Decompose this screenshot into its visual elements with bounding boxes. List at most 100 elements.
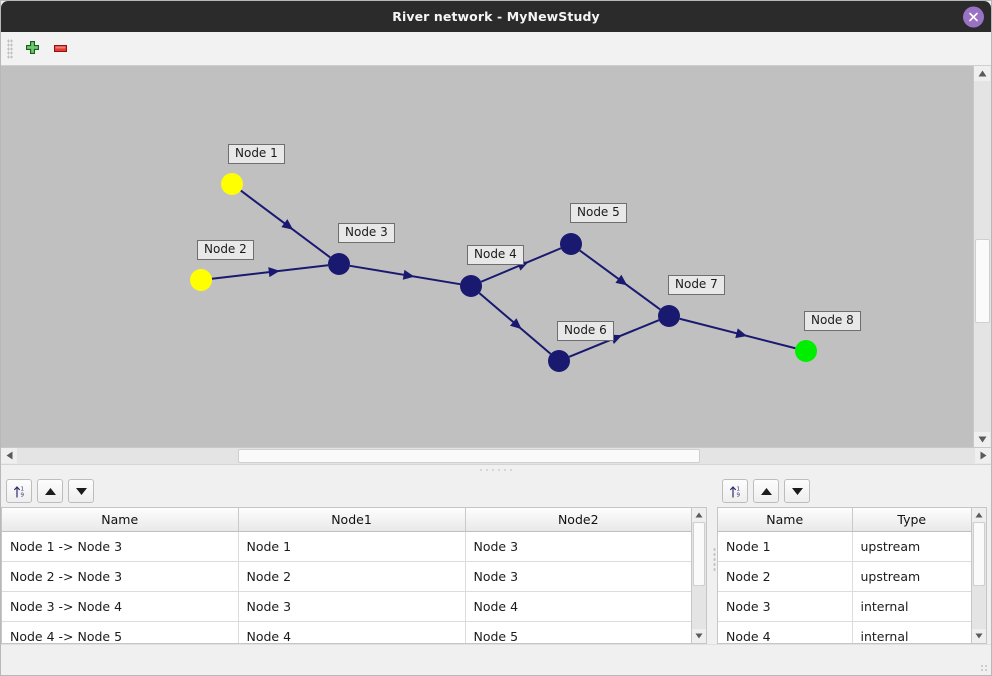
remove-minus-icon [53, 45, 67, 52]
edge-arrow-icon [615, 274, 628, 286]
scroll-up-button[interactable] [972, 508, 986, 522]
cell-name[interactable]: Node 4 -> Node 5 [2, 621, 239, 643]
nodes-toolbar: 1 9 [717, 475, 991, 507]
graph-node-label[interactable]: Node 1 [228, 144, 285, 164]
cell-node1[interactable]: Node 1 [238, 531, 466, 562]
graph-node[interactable] [328, 253, 350, 275]
canvas-horizontal-scrollbar[interactable] [1, 447, 991, 464]
table-row[interactable]: Node 2 -> Node 3 Node 2 Node 3 [2, 561, 691, 592]
cell-name[interactable]: Node 4 [718, 621, 853, 643]
column-header-name[interactable]: Name [718, 508, 853, 532]
close-button[interactable] [963, 6, 984, 27]
toolbar-grip[interactable] [7, 38, 13, 59]
graph-node[interactable] [221, 173, 243, 195]
add-node-button[interactable] [18, 35, 46, 63]
graph-node-label[interactable]: Node 7 [668, 275, 725, 295]
graph-node[interactable] [548, 350, 570, 372]
cell-name[interactable]: Node 2 -> Node 3 [2, 561, 239, 592]
branches-move-down-button[interactable] [68, 479, 94, 503]
table-row[interactable]: Node 2 upstream [718, 561, 971, 592]
branches-scroll-track[interactable] [692, 522, 706, 629]
branches-move-up-button[interactable] [37, 479, 63, 503]
river-network-graph[interactable]: Node 1 Node 2 Node 3 Node 4 Node 5 Node 6 Node… [1, 66, 973, 447]
table-row[interactable]: Node 1 -> Node 3 Node 1 Node 3 [2, 531, 691, 562]
canvas-hscroll-track[interactable] [17, 448, 975, 464]
cell-node1[interactable]: Node 4 [238, 621, 466, 643]
table-row[interactable]: Node 3 internal [718, 591, 971, 622]
table-row[interactable]: Node 1 upstream [718, 531, 971, 562]
triangle-right-icon [980, 451, 986, 460]
canvas-vscroll-thumb[interactable] [975, 239, 990, 323]
cell-name[interactable]: Node 1 -> Node 3 [2, 531, 239, 562]
nodes-table: Name Type Node 1 upstream Node 2 u [718, 508, 971, 643]
cell-type[interactable]: internal [852, 621, 971, 643]
column-header-name[interactable]: Name [2, 508, 239, 532]
graph-node-label[interactable]: Node 5 [570, 203, 627, 223]
svg-text:1: 1 [736, 486, 740, 492]
graph-node-label[interactable]: Node 4 [467, 245, 524, 265]
nodes-scroll-track[interactable] [972, 522, 986, 629]
title-bar: River network - MyNewStudy [1, 1, 991, 32]
branches-sort-button[interactable]: 1 9 [6, 479, 32, 503]
sort-arrow-icon: 1 9 [729, 485, 740, 498]
cell-node2[interactable]: Node 4 [465, 591, 691, 622]
nodes-table-scrollbar[interactable] [971, 507, 987, 644]
scroll-up-button[interactable] [974, 66, 990, 81]
nodes-scroll-thumb[interactable] [973, 522, 985, 586]
triangle-up-icon [695, 512, 703, 518]
remove-node-button[interactable] [46, 35, 74, 63]
scroll-down-button[interactable] [692, 629, 706, 643]
column-header-node2[interactable]: Node2 [465, 508, 691, 532]
table-row[interactable]: Node 4 internal [718, 621, 971, 643]
table-row[interactable]: Node 4 -> Node 5 Node 4 Node 5 [2, 621, 691, 643]
graph-node-label[interactable]: Node 2 [197, 240, 254, 260]
graph-node[interactable] [795, 340, 817, 362]
edge-arrow-icon [268, 267, 280, 278]
graph-node[interactable] [658, 305, 680, 327]
edge-arrow-icon [509, 318, 522, 330]
scroll-down-button[interactable] [972, 629, 986, 643]
branches-table-scrollbar[interactable] [691, 507, 707, 644]
canvas-vscroll-track[interactable] [974, 81, 991, 432]
scroll-down-button[interactable] [974, 432, 990, 447]
horizontal-splitter[interactable] [1, 464, 991, 475]
graph-edges-and-nodes [190, 173, 817, 372]
cell-node1[interactable]: Node 2 [238, 561, 466, 592]
nodes-sort-button[interactable]: 1 9 [722, 479, 748, 503]
nodes-move-up-button[interactable] [753, 479, 779, 503]
vertical-splitter[interactable] [711, 475, 717, 644]
cell-name[interactable]: Node 3 -> Node 4 [2, 591, 239, 622]
scroll-up-button[interactable] [692, 508, 706, 522]
cell-node2[interactable]: Node 3 [465, 531, 691, 562]
cell-type[interactable]: upstream [852, 561, 971, 592]
cell-type[interactable]: upstream [852, 531, 971, 562]
cell-node2[interactable]: Node 5 [465, 621, 691, 643]
graph-node[interactable] [190, 269, 212, 291]
column-header-node1[interactable]: Node1 [238, 508, 466, 532]
resize-grip[interactable] [980, 664, 989, 673]
cell-type[interactable]: internal [852, 591, 971, 622]
cell-name[interactable]: Node 3 [718, 591, 853, 622]
scroll-right-button[interactable] [975, 448, 991, 463]
status-bar [1, 644, 991, 675]
graph-node-label[interactable]: Node 8 [804, 311, 861, 331]
graph-node-label[interactable]: Node 3 [338, 223, 395, 243]
cell-name[interactable]: Node 1 [718, 531, 853, 562]
scroll-left-button[interactable] [1, 448, 17, 463]
table-row[interactable]: Node 3 -> Node 4 Node 3 Node 4 [2, 591, 691, 622]
cell-node2[interactable]: Node 3 [465, 561, 691, 592]
cell-node1[interactable]: Node 3 [238, 591, 466, 622]
column-header-type[interactable]: Type [852, 508, 971, 532]
graph-node-label[interactable]: Node 6 [557, 321, 614, 341]
graph-node[interactable] [460, 275, 482, 297]
canvas-vertical-scrollbar[interactable] [973, 66, 991, 447]
branches-scroll-thumb[interactable] [693, 522, 705, 586]
triangle-up-icon [978, 70, 986, 77]
cell-name[interactable]: Node 2 [718, 561, 853, 592]
nodes-pane: 1 9 [717, 475, 991, 644]
canvas-hscroll-thumb[interactable] [238, 449, 700, 463]
graph-node[interactable] [560, 233, 582, 255]
nodes-move-down-button[interactable] [784, 479, 810, 503]
sort-arrow-icon: 1 9 [13, 485, 24, 498]
